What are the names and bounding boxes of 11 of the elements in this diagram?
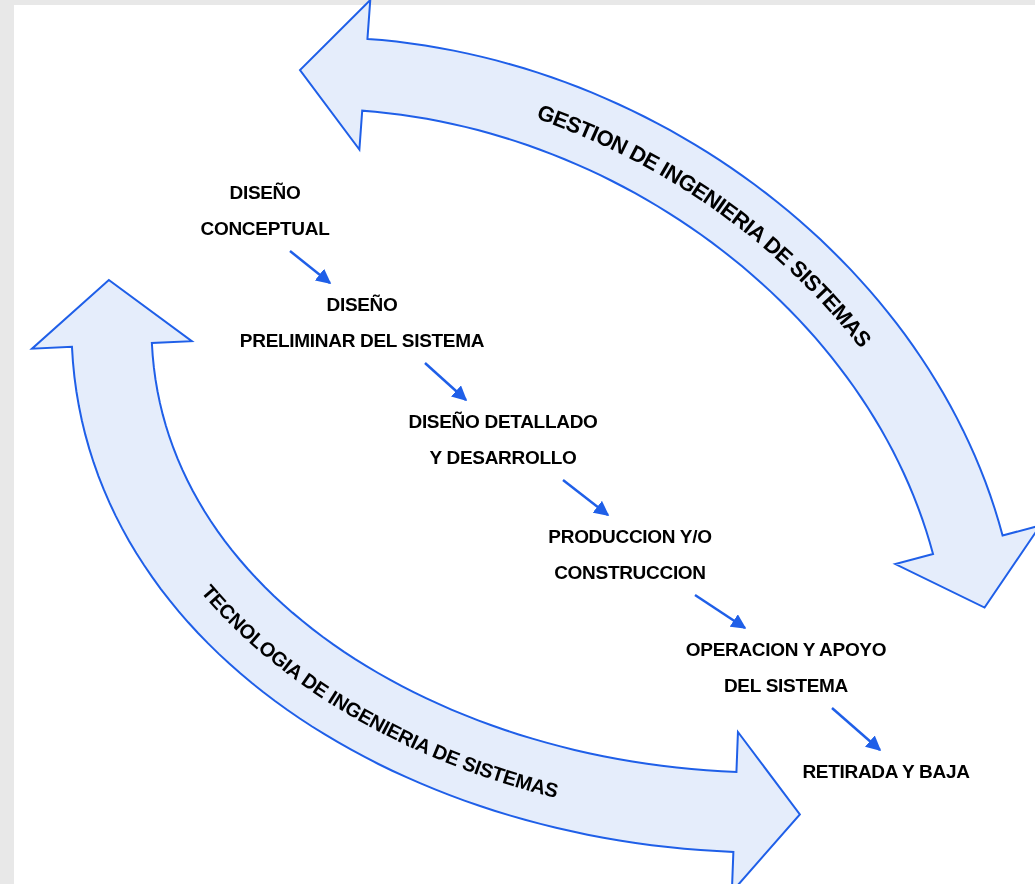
- stage-label: RETIRADA Y BAJA: [802, 754, 970, 790]
- stage-label: DISEÑO CONCEPTUAL: [200, 175, 330, 247]
- stage-label: DISEÑO PRELIMINAR DEL SISTEMA: [239, 287, 485, 359]
- arrow: [289, 250, 332, 284]
- arrow: [694, 593, 747, 630]
- stage-label: PRODUCCION Y/O CONSTRUCCION: [548, 519, 712, 591]
- arrow: [424, 362, 468, 401]
- stage-label: DISEÑO DETALLADO Y DESARROLLO: [408, 404, 598, 476]
- stage-label: OPERACION Y APOYO DEL SISTEMA: [685, 632, 887, 704]
- arrow: [562, 479, 610, 516]
- arrow: [831, 707, 882, 751]
